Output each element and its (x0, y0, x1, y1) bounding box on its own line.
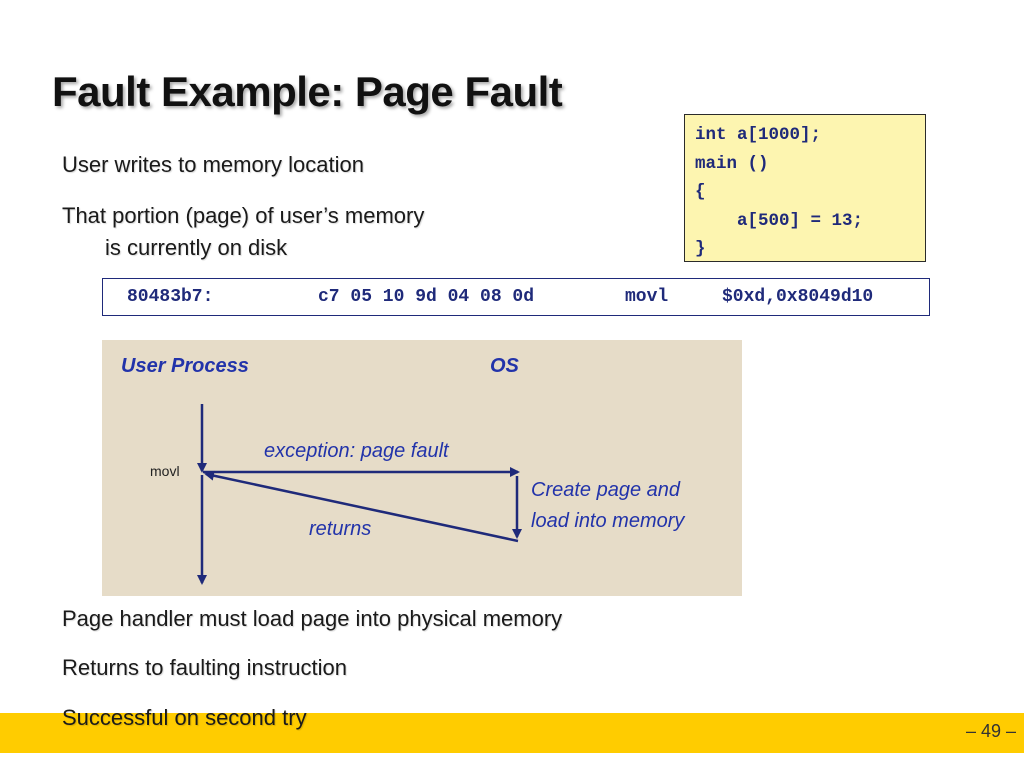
code-line: { (695, 182, 706, 202)
bullet-user-writes: User writes to memory location (62, 152, 364, 177)
asm-bytes: c7 05 10 9d 04 08 0d (318, 287, 535, 307)
code-line: a[500] = 13; (695, 210, 864, 231)
bullet-returns: Returns to faulting instruction (62, 655, 347, 680)
diagram-arrows (197, 404, 522, 585)
bullet-page-on-disk: That portion (page) of user’s memory (62, 203, 425, 228)
handler-label-line1: Create page and (531, 479, 681, 501)
assembly-instruction-box: 80483b7: c7 05 10 9d 04 08 0d movl $0xd,… (102, 278, 930, 316)
asm-operands: $0xd,0x8049d10 (722, 287, 874, 307)
os-label: OS (490, 355, 519, 377)
movl-label: movl (150, 463, 180, 479)
user-process-label: User Process (121, 355, 249, 377)
slide-title: Fault Example: Page Fault (52, 68, 563, 115)
exception-label: exception: page fault (264, 440, 449, 462)
page-fault-diagram: User Process OS movl exception: page fau… (102, 340, 742, 596)
c-code-box: int a[1000]; main () { a[500] = 13; } (684, 114, 926, 262)
code-line: } (695, 239, 706, 259)
code-line: main () (695, 153, 769, 174)
returns-arrow (204, 470, 519, 543)
bullet-successful: Successful on second try (62, 705, 307, 730)
bullet-page-on-disk-continued: is currently on disk (105, 235, 288, 260)
asm-address: 80483b7: (127, 287, 214, 307)
handler-label-line2: load into memory (531, 510, 685, 532)
page-number: – 49 – (965, 721, 1016, 741)
bullet-page-handler: Page handler must load page into physica… (62, 606, 563, 631)
returns-label: returns (309, 518, 372, 540)
code-line: int a[1000]; (695, 125, 822, 145)
asm-mnemonic: movl (625, 287, 669, 307)
footer-bar: – 49 – (0, 713, 1024, 753)
